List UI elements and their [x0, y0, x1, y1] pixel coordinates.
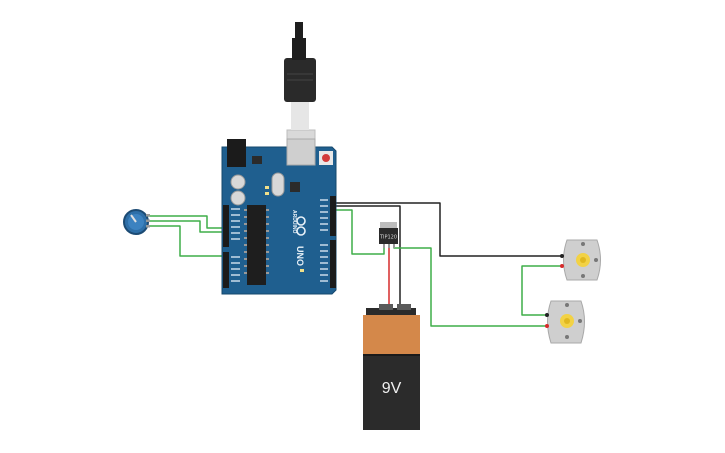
wire-gnd-battery[interactable] [336, 205, 401, 306]
arduino-model: UNO [295, 246, 305, 266]
wire-pot-2[interactable] [147, 220, 226, 233]
wire-gnd-motor[interactable] [336, 202, 562, 257]
battery-label: 9V [382, 380, 402, 397]
transistor[interactable]: TIP120 [379, 222, 398, 248]
atmega-chip [247, 205, 266, 285]
wire-pin-base[interactable] [336, 209, 385, 255]
dc-motor-icon [563, 239, 601, 281]
infinity-logo-icon [296, 216, 306, 236]
wire-motor-motor[interactable] [521, 265, 562, 316]
arduino-board[interactable]: ARDUINO UNO [221, 138, 337, 295]
wire-pot-1[interactable] [147, 215, 226, 229]
battery-9v[interactable]: 9V [363, 304, 420, 430]
motor-2[interactable] [545, 300, 585, 344]
wire-pot-3[interactable] [147, 225, 226, 257]
usb-port [286, 138, 316, 166]
arduino-brand: ARDUINO [291, 210, 297, 233]
potentiometer-knob-icon [123, 209, 149, 235]
motor-1[interactable] [560, 239, 601, 281]
dc-motor-icon [547, 300, 585, 344]
digital-header-bottom [330, 240, 336, 288]
power-header [223, 205, 229, 247]
wires [147, 202, 562, 327]
power-jack [227, 139, 246, 167]
analog-header [223, 252, 229, 288]
transistor-label: TIP120 [379, 235, 397, 241]
digital-header-top [330, 196, 336, 236]
potentiometer[interactable] [123, 209, 150, 235]
